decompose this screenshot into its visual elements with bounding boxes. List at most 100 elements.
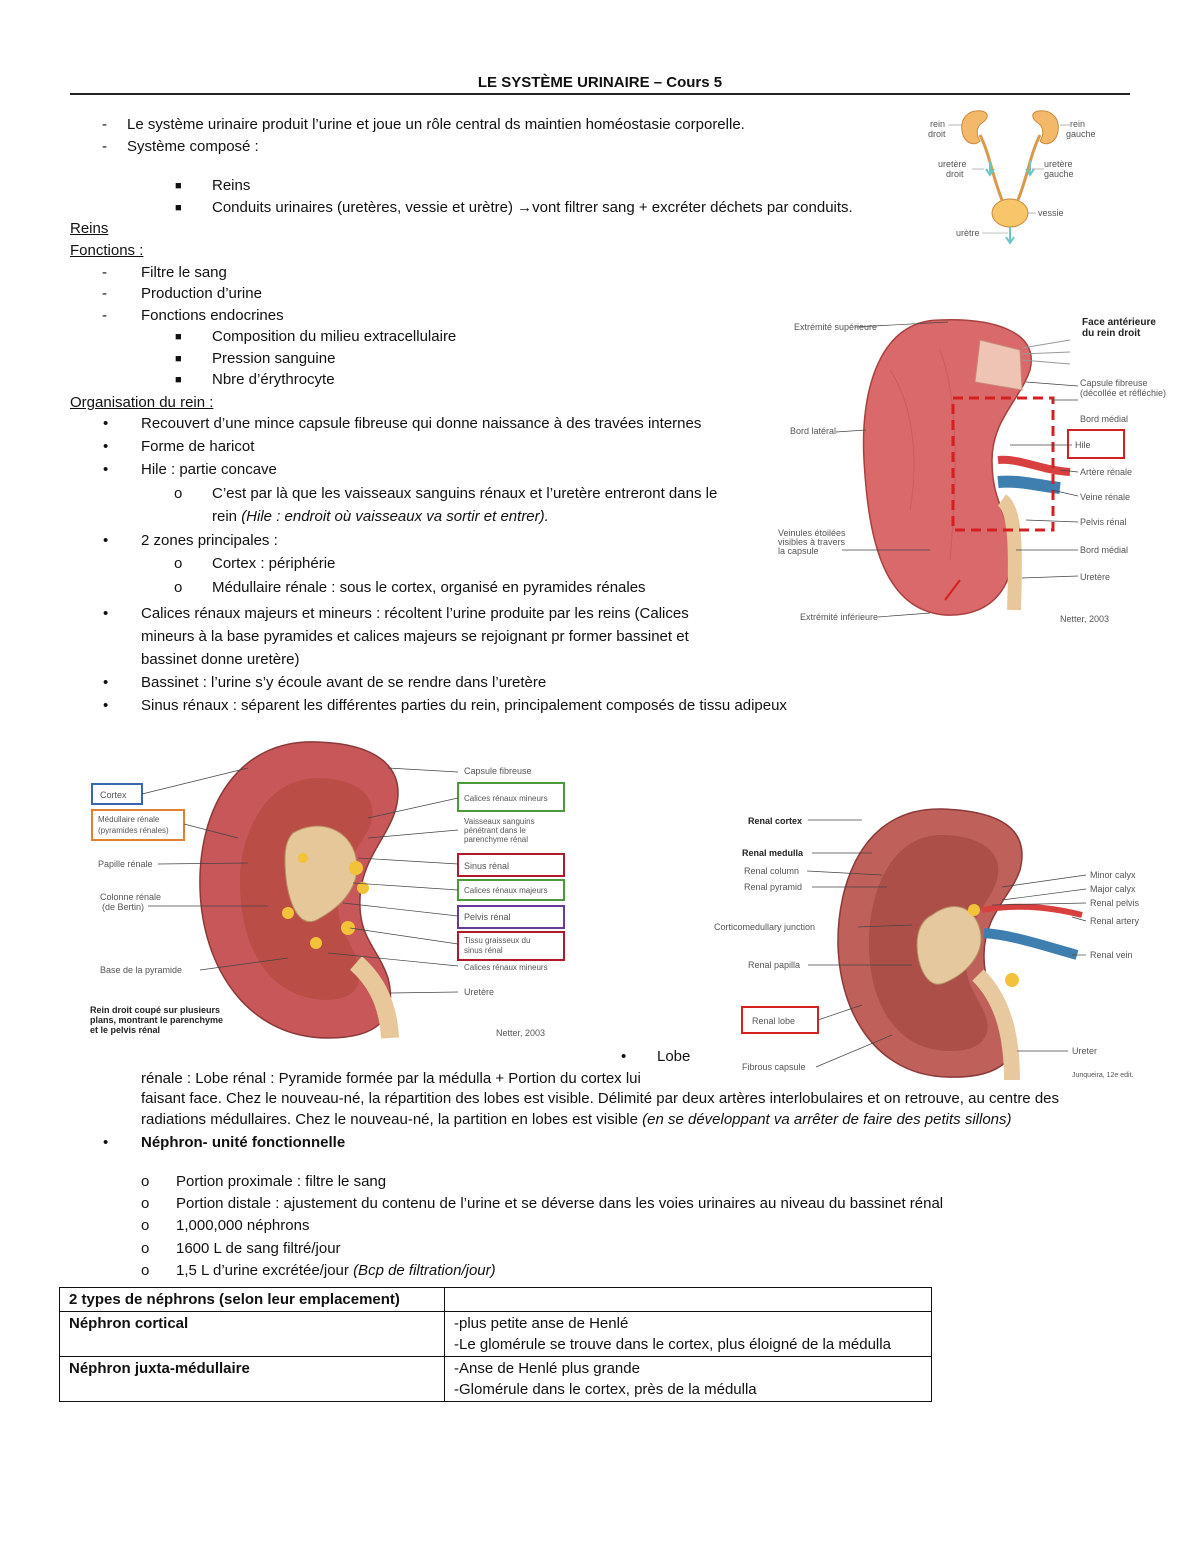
fig1-label: droit — [928, 129, 946, 139]
nephron-heading: Néphron- unité fonctionnelle — [141, 1134, 346, 1151]
square-bullet: ■ — [175, 353, 182, 365]
dash-marker: - — [102, 307, 107, 324]
bladder-shape — [991, 198, 1029, 228]
renal-vein-shape — [983, 928, 1079, 960]
circle-marker: o — [141, 1217, 150, 1234]
round-bullet: • — [103, 605, 109, 622]
fig3-label: Calices rénaux mineurs — [464, 794, 548, 803]
lobe-word: Lobe — [657, 1048, 691, 1065]
fig3-credit: Netter, 2003 — [496, 1028, 545, 1038]
endocrine-item: Pression sanguine — [212, 350, 336, 367]
ureter-shape — [972, 969, 1020, 1080]
table-cell-name: Néphron cortical — [59, 1311, 445, 1357]
fig4-label: Corticomedullary junction — [714, 922, 815, 932]
fig4-label: Renal vein — [1090, 950, 1133, 960]
title-rule — [70, 93, 1130, 95]
renal-artery-shape — [981, 903, 1083, 918]
organisation-sub-item-cont: rein (Hile : endroit où vaisseaux va sor… — [212, 508, 549, 525]
dash-marker: - — [102, 264, 107, 281]
intro-sub-2: Conduits urinaires (uretères, vessie et … — [212, 199, 853, 216]
fig1-label: gauche — [1044, 169, 1074, 179]
fig1-label: rein — [1070, 119, 1085, 129]
flow-arrow-icon — [1005, 227, 1015, 245]
desc-line: -plus petite anse de Henlé — [454, 1315, 629, 1332]
organisation-item: Recouvert d’une mince capsule fibreuse q… — [141, 415, 702, 432]
nephron-item: Portion distale : ajustement du contenu … — [176, 1195, 944, 1212]
hilum-highlight-box — [951, 396, 1055, 532]
fonction-item: Filtre le sang — [141, 264, 227, 281]
fig4-label: Renal lobe — [752, 1016, 795, 1026]
fonction-item: Fonctions endocrines — [141, 307, 284, 324]
fig3-label: Tissu graisseux du — [464, 936, 530, 945]
fig1-label: gauche — [1066, 129, 1096, 139]
fig3-caption: et le pelvis rénal — [90, 1025, 160, 1035]
circle-marker: o — [141, 1262, 150, 1279]
fig4-label: Major calyx — [1090, 884, 1136, 894]
fig3-label: Cortex — [100, 790, 127, 800]
table-header-empty-cell — [444, 1287, 932, 1312]
fig4-label: Fibrous capsule — [742, 1062, 806, 1072]
lobe-line-2: faisant face. Chez le nouveau-né, la rép… — [141, 1090, 1060, 1107]
fig3-label: Base de la pyramide — [100, 965, 182, 975]
nephron-item: 1,000,000 néphrons — [176, 1217, 310, 1234]
fig1-label: urètre — [956, 228, 980, 238]
square-bullet: ■ — [175, 180, 182, 192]
medulla-label-box — [91, 809, 185, 841]
fig2-label: Veinules étoilées — [778, 528, 846, 538]
square-bullet: ■ — [175, 374, 182, 386]
circle-marker: o — [174, 555, 183, 572]
fig4-label: Renal pelvis — [1090, 898, 1140, 908]
nephron-item: 1600 L de sang filtré/jour — [176, 1240, 341, 1257]
organisation-item: 2 zones principales : — [141, 532, 278, 549]
fig2-label: Extrémité supérieure — [794, 322, 877, 332]
ureter-shape — [349, 956, 399, 1039]
left-kidney — [961, 110, 988, 145]
fig3-label: Calices rénaux mineurs — [464, 963, 548, 972]
page-title: LE SYSTÈME URINAIRE – Cours 5 — [477, 74, 723, 91]
organisation-item: Sinus rénaux : séparent les différentes … — [141, 697, 787, 714]
desc-line: -Le glomérule se trouve dans le cortex, … — [454, 1336, 891, 1353]
round-bullet: • — [103, 415, 109, 432]
flow-arrow-icon — [1025, 161, 1035, 177]
organisation-item: Hile : partie concave — [141, 461, 277, 478]
circle-marker: o — [141, 1240, 150, 1257]
kidney-anterior-figure: Face antérieure du rein droit Extrémité … — [778, 317, 1166, 624]
fig2-credit: Netter, 2003 — [1060, 614, 1109, 624]
fig3-label: Calices rénaux majeurs — [464, 886, 548, 895]
round-bullet: • — [103, 674, 109, 691]
table-cell-desc: -Anse de Henlé plus grande -Glomérule da… — [444, 1356, 932, 1402]
fig4-label: Renal medulla — [742, 848, 804, 858]
fig1-label: uretère — [938, 159, 967, 169]
round-bullet: • — [103, 532, 109, 549]
dash-marker: - — [102, 116, 107, 133]
fig2-label: Artère rénale — [1080, 467, 1132, 477]
intro-line-1: Le système urinaire produit l’urine et j… — [127, 116, 745, 133]
table-header-row: 2 types de néphrons (selon leur emplacem… — [59, 1287, 932, 1312]
fig3-label: Pelvis rénal — [464, 912, 511, 922]
fig3-label: Uretère — [464, 987, 494, 997]
fig3-label: pénétrant dans le — [464, 826, 526, 835]
fig4-label: Minor calyx — [1090, 870, 1136, 880]
circle-marker: o — [174, 579, 183, 596]
fig1-label: vessie — [1038, 208, 1064, 218]
fig4-label: Renal artery — [1090, 916, 1140, 926]
organisation-item-cont: mineurs à la base pyramides et calices m… — [141, 628, 689, 645]
organisation-sub-item: Cortex : périphérie — [212, 555, 336, 572]
round-bullet: • — [103, 438, 109, 455]
renal-vein-shape — [997, 475, 1061, 494]
urinary-system-figure: rein droit rein gauche uretère droit ure… — [928, 110, 1096, 245]
organisation-item: Forme de haricot — [141, 438, 255, 455]
fig3-caption: Rein droit coupé sur plusieurs — [90, 1005, 220, 1015]
renal-artery-shape — [997, 455, 1071, 476]
desc-line: -Anse de Henlé plus grande — [454, 1360, 640, 1377]
organisation-heading: Organisation du rein : — [70, 394, 214, 411]
table-cell-name: Néphron juxta-médullaire — [59, 1356, 445, 1402]
lobe-line-1: rénale : Lobe rénal : Pyramide formée pa… — [141, 1070, 641, 1087]
intro-line-2: Système composé : — [127, 138, 259, 155]
nephron-item-last: 1,5 L d’urine excrétée/jour (Bcp de filt… — [176, 1262, 496, 1279]
fig1-label: rein — [930, 119, 945, 129]
pelvis-label-box — [457, 905, 565, 929]
organisation-sub-item: Médullaire rénale : sous le cortex, orga… — [212, 579, 646, 596]
intro-sub-1: Reins — [212, 177, 251, 194]
minor-calyces-label-box — [457, 782, 565, 812]
